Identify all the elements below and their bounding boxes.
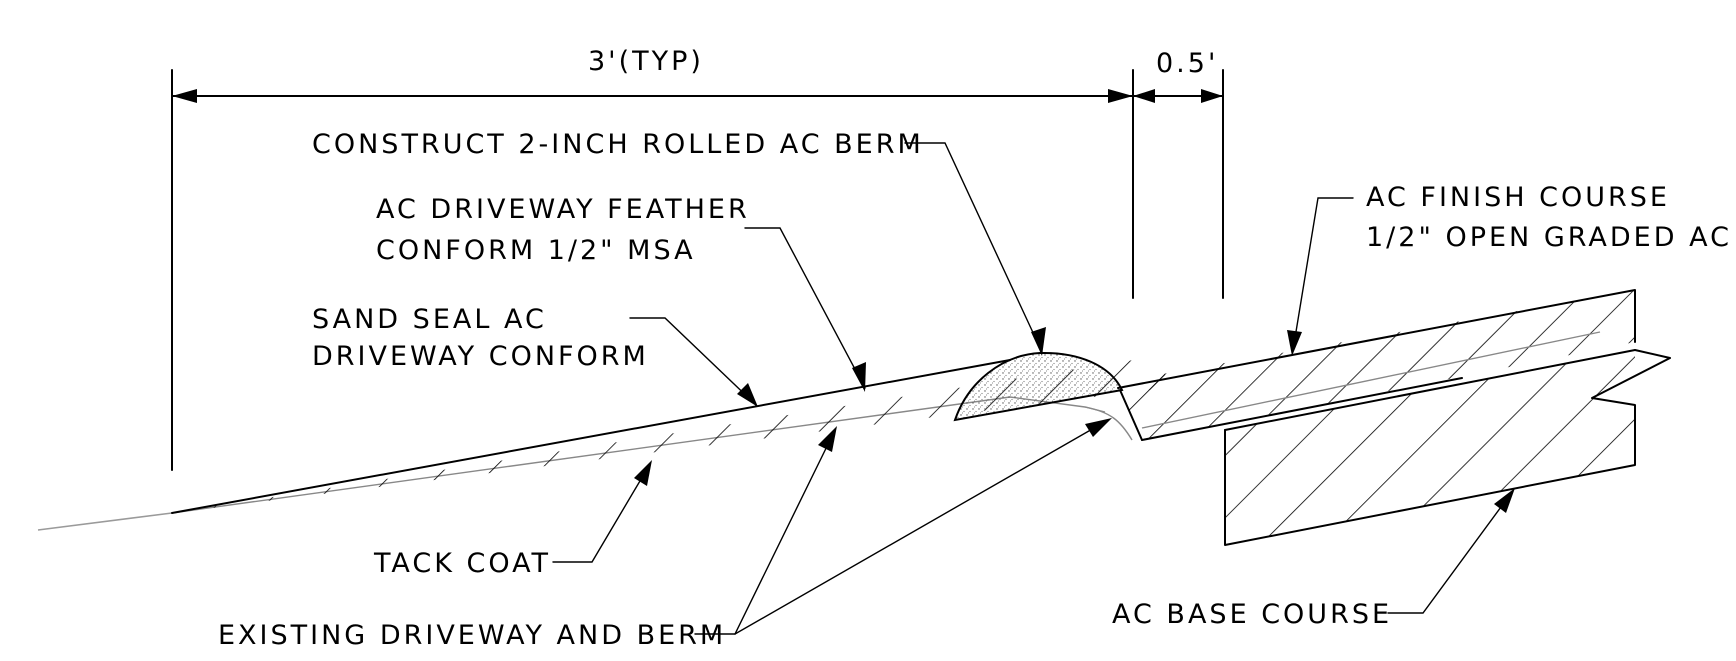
finish-bottom-line [1141,377,1463,441]
leader-berm [904,142,1043,353]
arrow-icon [1494,488,1515,513]
dimension-half-ft: 0.5' [1132,48,1224,299]
existing-ground-line [37,512,173,531]
callout-existing-text: EXISTING DRIVEWAY AND BERM [218,620,726,651]
feather-top-line [171,359,1011,514]
arrow-right-icon [1108,89,1133,103]
callout-existing: EXISTING DRIVEWAY AND BERM [218,418,1112,651]
callout-tack-coat-text: TACK COAT [373,548,551,579]
arrow-icon [1287,330,1302,356]
callout-sand-seal-line1: SAND SEAL AC [312,304,547,335]
arrow-right-icon [1201,89,1223,103]
base-top-line [1224,349,1636,431]
arrow-icon [737,383,758,407]
existing-berm-line [1084,406,1133,441]
dimension-label-3ft: 3'(TYP) [588,46,704,77]
leader-sand-seal [629,317,757,406]
arrow-icon [852,362,866,392]
arrow-icon [634,460,652,486]
leader-existing-1 [694,429,836,635]
callout-finish-line1: AC FINISH COURSE [1366,182,1670,213]
finish-tack-line [1141,331,1601,429]
callout-base-course: AC BASE COURSE [1112,488,1515,630]
rolled-ac-berm [953,351,1124,422]
arrow-icon [818,426,837,452]
finish-edge-line [1119,389,1143,441]
base-outline [1224,349,1671,546]
arrow-icon [1031,327,1046,356]
callout-sand-seal-line2: DRIVEWAY CONFORM [312,341,649,372]
finish-top-line [1117,289,1636,389]
leader-existing-2 [734,419,1109,635]
leader-finish [1292,197,1354,351]
dimension-3ft: 3'(TYP) [171,46,1134,471]
arrow-icon [1085,418,1112,437]
callout-feather-line1: AC DRIVEWAY FEATHER [376,194,750,225]
callout-sand-seal: SAND SEAL AC DRIVEWAY CONFORM [312,304,758,407]
callout-berm: CONSTRUCT 2-INCH ROLLED AC BERM [312,129,1046,356]
leader-base-course [1387,491,1513,614]
callout-base-course-text: AC BASE COURSE [1112,599,1392,630]
arrow-left-icon [1133,89,1155,103]
callout-tack-coat: TACK COAT [373,460,652,579]
berm-shape [953,351,1124,422]
leader-tack-coat [552,463,651,563]
leader-feather [744,227,866,389]
callout-finish-line2: 1/2" OPEN GRADED AC [1366,222,1732,253]
callout-finish: AC FINISH COURSE 1/2" OPEN GRADED AC [1287,182,1732,356]
callout-feather: AC DRIVEWAY FEATHER CONFORM 1/2" MSA [376,194,866,392]
callout-berm-text: CONSTRUCT 2-INCH ROLLED AC BERM [312,129,924,160]
dimension-label-half-ft: 0.5' [1156,48,1218,79]
callout-feather-line2: CONFORM 1/2" MSA [376,235,696,266]
arrow-left-icon [172,89,197,103]
